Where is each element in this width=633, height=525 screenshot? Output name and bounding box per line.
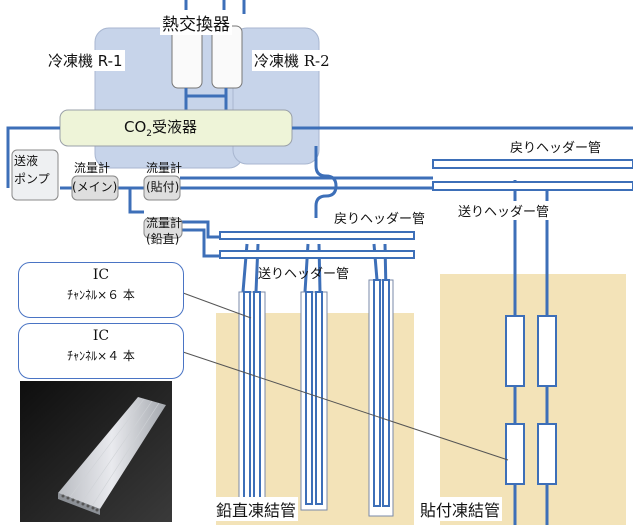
ic-channel-4-callout: IC ﾁｬﾝﾈﾙ×４ 本 [18,323,184,379]
supply-pump-label: 送液 ポンプ [14,152,50,188]
flowmeter-main-line2: (メイン) [72,178,117,197]
chiller-r2-label: 冷凍機 R-2 [252,50,332,71]
return-header-right [433,160,633,168]
ic-channel-photo [20,381,172,522]
supply-header-left-label: 送りヘッダー管 [258,263,349,282]
supply-pump-line2: ポンプ [14,170,50,188]
heat-exchanger-label: 熱交換器 [160,10,232,35]
flowmeter-attached-line2: (貼付) [146,178,182,197]
flowmeter-attached-label: 流量計 (貼付) [146,159,182,197]
return-header-right-label: 戻りヘッダー管 [510,137,601,156]
ic-channel-4-line2: ﾁｬﾝﾈﾙ×４ 本 [19,346,183,366]
flowmeter-attached-line1: 流量計 [146,159,182,178]
flowmeter-vertical-label: 流量計 (鉛直) [146,215,182,247]
attached-soil-block [440,274,626,525]
return-header-left-label: 戻りヘッダー管 [334,208,425,227]
ic-channel-6-callout: IC ﾁｬﾝﾈﾙ×６ 本 [18,262,184,318]
chiller-r1-label: 冷凍機 R-1 [46,50,125,71]
vertical-freeze-pipes [239,280,393,516]
attached-freeze-pipe-label: 貼付凍結管 [418,497,502,521]
co2-suffix: 受液器 [152,118,197,136]
flowmeter-vertical-line1: 流量計 [146,215,182,231]
ic-channel-6-line1: IC [19,265,183,285]
supply-header-right-label: 送りヘッダー管 [458,201,549,220]
flowmeter-main-label: 流量計 (メイン) [72,159,117,197]
return-header-left [220,232,414,239]
ic-channel-6-line2: ﾁｬﾝﾈﾙ×６ 本 [19,285,183,305]
ic-channel-photo-drawing [20,381,172,522]
supply-header-left [220,251,414,258]
supply-pump-line1: 送液 [14,152,50,170]
supply-header-right [433,182,633,190]
co2-prefix: CO [124,118,146,136]
flowmeter-vertical-line2: (鉛直) [146,231,182,247]
vertical-freeze-pipe-label: 鉛直凍結管 [214,497,298,521]
flowmeter-main-line1: 流量計 [72,159,117,178]
ic-channel-4-line1: IC [19,326,183,346]
co2-receiver-label: CO2受液器 [124,116,197,139]
